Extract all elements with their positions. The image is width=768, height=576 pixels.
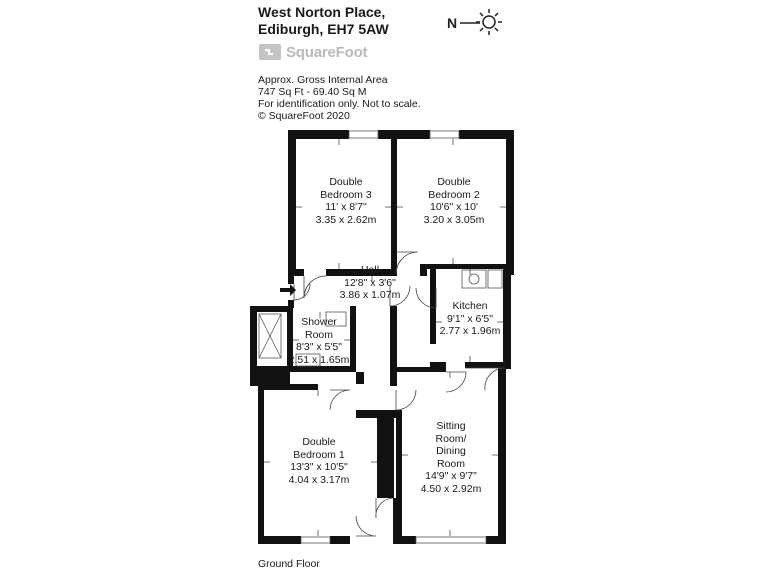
window [429, 130, 460, 139]
wall [498, 368, 506, 544]
compass-label: N [447, 15, 457, 31]
wall [377, 418, 394, 498]
wall [288, 300, 294, 308]
wall [250, 306, 257, 386]
door-swing [375, 497, 395, 519]
window [348, 130, 379, 139]
door-swing [389, 285, 411, 307]
wall [258, 384, 318, 390]
wall [459, 130, 514, 139]
door-swing [395, 251, 419, 275]
wall [326, 269, 396, 276]
room-label-bedroom-3: Double Bedroom 3 11' x 8'7" 3.35 x 2.62m [315, 176, 377, 226]
door-swing [445, 371, 467, 393]
entrance-arrow-icon [280, 284, 296, 296]
wall [506, 130, 514, 275]
wall [287, 306, 293, 372]
wall [250, 306, 288, 312]
shower-tray [258, 313, 282, 359]
wall [396, 536, 416, 544]
wall [350, 306, 356, 372]
logo-text: SquareFoot [286, 43, 368, 61]
wall [396, 410, 402, 544]
area-value: 747 Sq Ft - 69.40 Sq M [258, 86, 367, 98]
wall [330, 536, 350, 544]
door-swing [465, 367, 506, 391]
room-label-hall: Hall 12'8" x 3'6" 3.86 x 1.07m [339, 264, 401, 301]
north-compass-icon: N [447, 9, 502, 35]
hob [487, 269, 503, 289]
window [415, 536, 487, 544]
wall [420, 269, 427, 276]
door-swing [293, 283, 311, 301]
wall [258, 384, 264, 544]
address-line-1: West Norton Place, [258, 4, 386, 20]
floor-label: Ground Floor [258, 558, 320, 570]
window [300, 536, 331, 544]
room-label-kitchen: Kitchen 9'1" x 6'5" 2.77 x 1.96m [439, 300, 501, 337]
squarefoot-logo-icon [259, 44, 281, 60]
wall [288, 276, 294, 284]
door-swing [329, 389, 351, 411]
wall [257, 366, 290, 386]
wall [390, 306, 397, 386]
room-label-shower-room: Shower Room 8'3" x 5'5" 2.51 x 1.65m [288, 316, 350, 366]
wall [288, 130, 349, 139]
room-label-sitting-dining-room: Sitting Room/ Dining Room 14'9" x 9'7" 4… [420, 420, 482, 495]
compass: N [447, 6, 509, 43]
wall [465, 362, 505, 368]
copyright: © SquareFoot 2020 [258, 110, 350, 122]
door-swing [355, 515, 377, 537]
wall [258, 536, 301, 544]
wall [486, 536, 506, 544]
sink-basin [468, 273, 480, 285]
door-swing [415, 287, 437, 309]
wall [293, 366, 355, 372]
door-swing [395, 389, 417, 411]
wall [503, 264, 511, 369]
wall [430, 269, 436, 344]
door-swing [303, 275, 327, 299]
kitchen-sink [461, 269, 487, 289]
sun-icon [476, 9, 502, 35]
wall [430, 362, 446, 368]
wall [378, 130, 430, 139]
room-label-bedroom-2: Double Bedroom 2 10'6" x 10' 3.20 x 3.05… [423, 176, 485, 226]
room-label-bedroom-1: Double Bedroom 1 13'3" x 10'5" 4.04 x 3.… [288, 436, 350, 486]
wall [420, 264, 510, 269]
wash-basin [325, 311, 347, 327]
disclaimer: For identification only. Not to scale. [258, 98, 421, 110]
squarefoot-logo: SquareFoot [258, 42, 368, 62]
wall [391, 139, 397, 276]
wall [288, 269, 304, 276]
wall [390, 367, 446, 372]
area-heading: Approx. Gross Internal Area [258, 74, 388, 86]
wall [288, 130, 296, 276]
wall [356, 372, 364, 384]
wall [356, 410, 396, 418]
address-line-2: Ediburgh, EH7 5AW [258, 21, 389, 37]
